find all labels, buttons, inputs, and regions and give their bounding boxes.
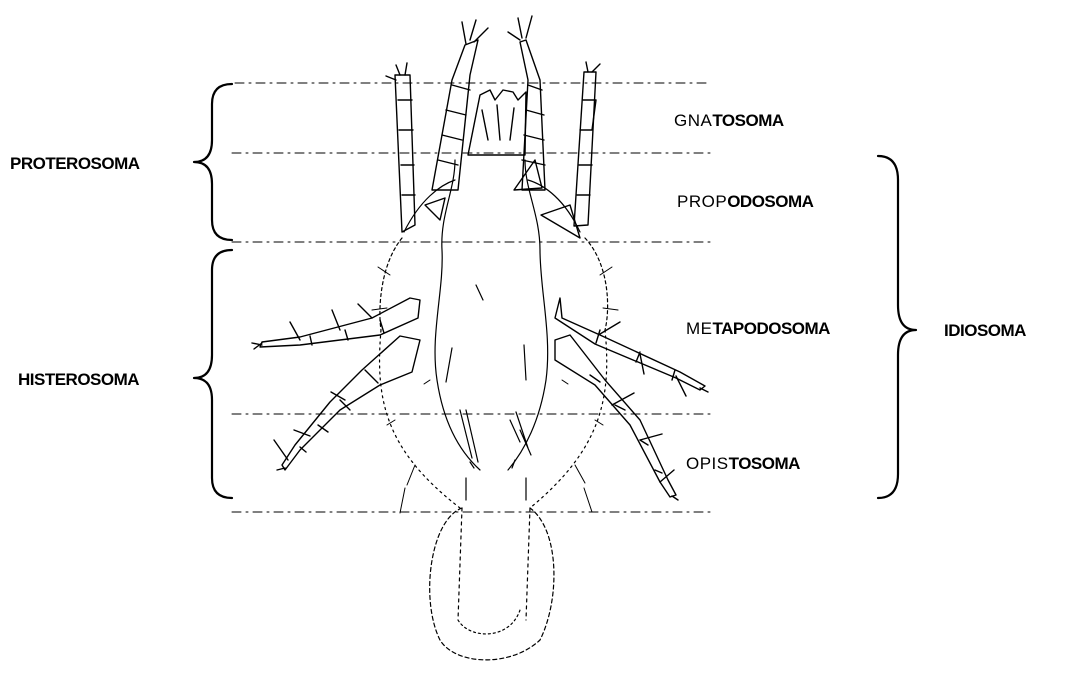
label-gnatosoma: GNATOSOMA <box>674 112 784 129</box>
label-idiosoma: IDIOSOMA <box>944 322 1026 339</box>
label-gnatosoma-thin: GNA <box>674 111 712 130</box>
histerosoma-brace <box>194 250 232 498</box>
label-histerosoma: HISTEROSOMA <box>18 371 139 388</box>
label-gnatosoma-bold: TOSOMA <box>712 111 783 130</box>
label-metapodosoma-bold: TAPODOSOMA <box>713 319 830 338</box>
label-propodosoma-bold: ODOSOMA <box>727 192 813 211</box>
label-propodosoma-thin: PROP <box>677 192 727 211</box>
label-proterosoma: PROTEROSOMA <box>10 155 140 172</box>
label-metapodosoma-thin: ME <box>686 319 713 338</box>
label-opistosoma-thin: OPIS <box>686 454 729 473</box>
label-metapodosoma: METAPODOSOMA <box>686 320 830 337</box>
label-opistosoma-bold: TOSOMA <box>729 454 800 473</box>
body-setae <box>372 267 618 513</box>
proterosoma-brace <box>194 84 232 240</box>
region-divider-lines <box>232 83 710 512</box>
label-opistosoma: OPISTOSOMA <box>686 455 800 472</box>
idiosoma-brace <box>878 156 916 498</box>
mouthparts <box>386 16 600 238</box>
label-propodosoma: PROPODOSOMA <box>677 193 813 210</box>
mite-body <box>380 160 608 660</box>
